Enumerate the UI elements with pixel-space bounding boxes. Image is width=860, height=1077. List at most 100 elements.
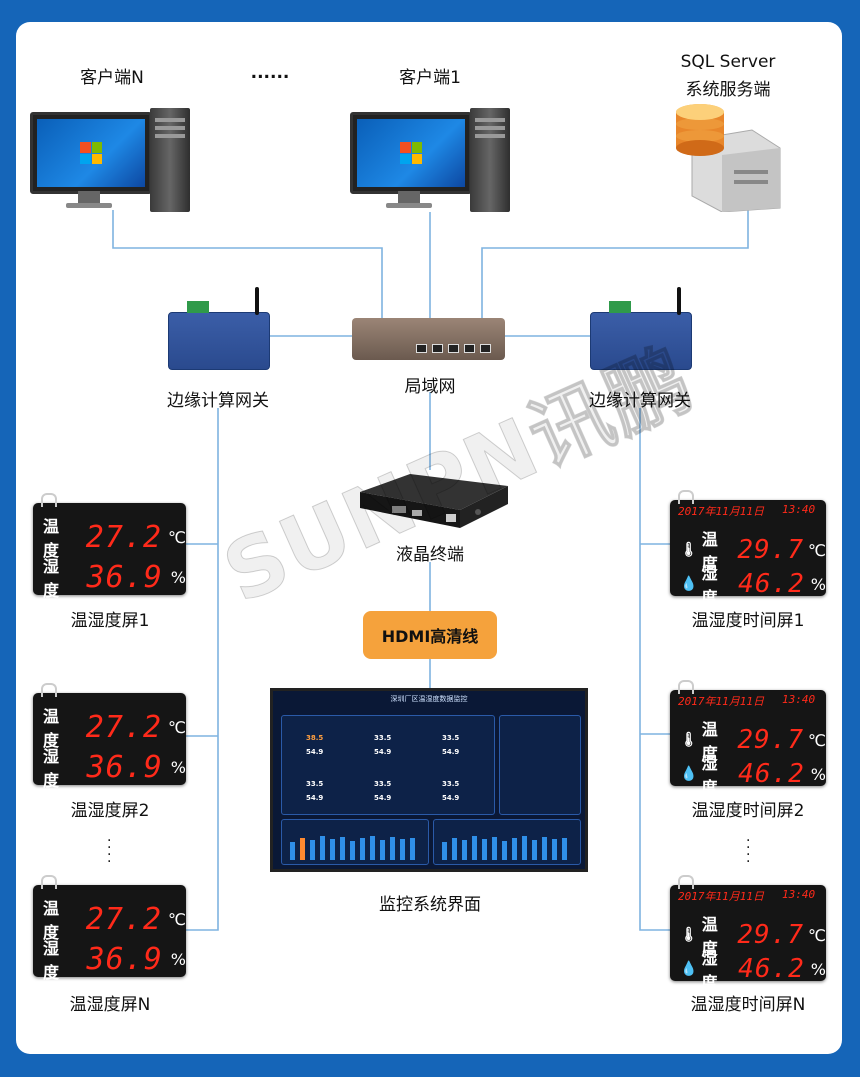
temp-label: 温 度	[43, 707, 60, 750]
terminal-block	[187, 301, 209, 313]
dash-value: 33.5	[374, 734, 392, 742]
dashboard-mini-bar	[400, 839, 405, 860]
humidity-unit: %	[170, 757, 186, 777]
dash-value: 33.5	[442, 734, 460, 742]
label-gateway-right: 边缘计算网关	[589, 391, 691, 411]
label-ellipsis: ......	[250, 63, 290, 83]
humidity-unit: %	[810, 959, 826, 979]
wire-right-bus	[639, 408, 670, 931]
label-monitor-ui: 监控系统界面	[379, 895, 481, 915]
humidity-label: 湿 度	[43, 747, 60, 790]
computer-monitor-client-1	[350, 112, 472, 194]
droplet-icon: 💧	[680, 576, 698, 592]
label-lan: 局域网	[404, 377, 456, 397]
time-readout: 13:40	[782, 503, 816, 516]
wire-client-n	[112, 210, 383, 320]
humidity-unit: %	[810, 764, 826, 784]
dashboard-mini-bar	[370, 836, 375, 860]
label-client-1: 客户端1	[399, 68, 461, 88]
humidity-unit: %	[170, 949, 186, 969]
dashboard-mini-bar	[522, 836, 527, 860]
dashboard-mini-bar	[442, 842, 447, 860]
temp-label: 温 度	[43, 899, 60, 942]
dashboard-mini-bar	[320, 836, 325, 860]
temp-value: 27.2	[85, 709, 163, 745]
antenna-icon	[677, 287, 681, 315]
monitor-base	[66, 203, 112, 208]
wire-left-bus	[186, 408, 219, 931]
dashboard-mini-bar	[340, 837, 345, 860]
dashboard-mini-bar	[512, 838, 517, 860]
dashboard-mini-bar	[482, 839, 487, 860]
dash-value: 33.5	[442, 780, 460, 788]
terminal-block	[609, 301, 631, 313]
dash-value: 54.9	[442, 794, 460, 802]
dashboard-mini-bar	[542, 837, 547, 860]
dashboard-bar-chart-right	[433, 819, 581, 865]
humidity-value: 36.9	[86, 559, 163, 595]
humidity-value: 36.9	[86, 749, 163, 785]
dashboard-log-panel	[499, 715, 581, 815]
windows-logo-icon	[400, 142, 422, 164]
label-client-n: 客户端N	[80, 68, 144, 88]
label-server-line1: SQL Server	[680, 52, 776, 72]
humidity-label: 湿 度	[43, 557, 60, 600]
dashboard-mini-bar	[350, 841, 355, 860]
dash-value: 54.9	[442, 748, 460, 756]
temp-value: 27.2	[85, 519, 163, 555]
humidity-value: 36.9	[86, 941, 163, 977]
temp-unit: ℃	[808, 540, 826, 560]
dashboard-mini-bar	[532, 840, 537, 860]
dashboard-mini-bar	[390, 837, 395, 860]
dashboard-mini-bar	[552, 839, 557, 860]
dashboard-mini-bar	[462, 840, 467, 860]
temp-label: 温 度	[43, 517, 60, 560]
humidity-value: 46.2	[738, 569, 805, 599]
hdmi-cable-badge: HDMI高清线	[363, 611, 497, 659]
humidity-value: 46.2	[738, 759, 805, 789]
temp-unit: ℃	[808, 925, 826, 945]
humidity-label: 湿 度	[701, 564, 718, 607]
monitor-base	[386, 203, 432, 208]
monitor-stand	[78, 191, 100, 203]
dashboard-mini-bar	[380, 840, 385, 860]
dash-value: 54.9	[306, 794, 324, 802]
temp-unit: ℃	[168, 909, 186, 929]
dash-value: 38.5	[306, 734, 324, 742]
pc-tower-client-1	[470, 108, 510, 212]
monitor-stand	[398, 191, 420, 203]
edge-gateway-right	[590, 287, 692, 370]
time-readout: 13:40	[782, 693, 816, 706]
dashboard-mini-bar	[472, 836, 477, 860]
label-tht-screen-2: 温湿度时间屏2	[691, 801, 805, 821]
temp-value: 29.7	[737, 725, 805, 755]
dashboard-mini-bar	[410, 838, 415, 860]
wire-server	[481, 205, 749, 320]
humidity-label: 湿 度	[701, 754, 718, 797]
label-tht-screen-n: 温湿度时间屏N	[690, 995, 806, 1015]
date-readout: 2017年11月11日	[678, 890, 764, 903]
label-th-screen-2: 温湿度屏2	[70, 801, 150, 821]
thermometer-icon: 🌡	[680, 542, 698, 558]
dashboard-mini-bar	[290, 842, 295, 860]
dashboard-mini-bar	[330, 839, 335, 860]
windows-logo-icon	[80, 142, 102, 164]
thermometer-icon: 🌡	[680, 927, 698, 943]
humidity-label: 湿 度	[701, 949, 718, 992]
dashboard-mini-bar	[300, 838, 305, 860]
dash-value: 54.9	[374, 794, 392, 802]
temp-value: 27.2	[85, 901, 163, 937]
vertical-ellipsis-right: ····	[746, 833, 751, 870]
temp-value: 29.7	[737, 920, 805, 950]
lan-router	[352, 318, 505, 360]
humidity-unit: %	[810, 574, 826, 594]
label-th-screen-1: 温湿度屏1	[70, 611, 150, 631]
droplet-icon: 💧	[680, 961, 698, 977]
temp-label: 温 度	[701, 530, 718, 573]
temp-label: 温 度	[701, 720, 718, 763]
